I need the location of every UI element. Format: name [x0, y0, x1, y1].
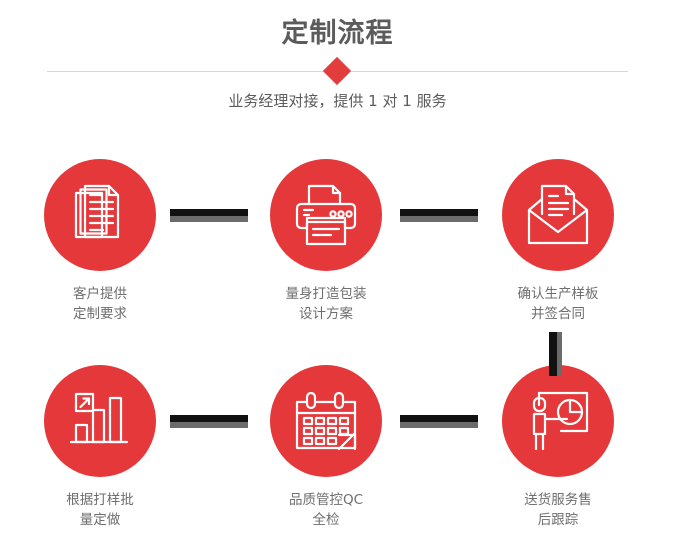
envelope-document-icon	[527, 184, 589, 245]
process-step-5[interactable]: 品质管控QC 全检	[236, 365, 416, 530]
connector-bar	[400, 415, 478, 422]
bar-chart-growth-icon	[69, 392, 129, 444]
step-3-label: 确认生产样板 并签合同	[517, 286, 599, 322]
process-step-4[interactable]: 根据打样批 量定做	[10, 365, 190, 530]
header-subtitle: 业务经理对接，提供 1 对 1 服务	[228, 92, 447, 110]
connector-shadow	[170, 216, 248, 222]
process-step-6[interactable]: 送货服务售 后跟踪	[468, 365, 648, 530]
step-2-label: 量身打造包装 设计方案	[285, 286, 367, 322]
connector-step4-step5	[170, 415, 248, 428]
connector-shadow	[557, 332, 562, 376]
process-step-2[interactable]: 量身打造包装 设计方案	[236, 159, 416, 324]
connector-step3-step6	[549, 332, 562, 376]
step-1-icon-circle	[44, 159, 156, 271]
step-6-icon-circle	[502, 365, 614, 477]
step-6-label: 送货服务售 后跟踪	[524, 492, 592, 528]
calendar-icon	[295, 392, 357, 450]
step-4-label: 根据打样批 量定做	[66, 492, 134, 528]
diamond-separator-icon	[322, 56, 352, 86]
connector-shadow	[400, 422, 478, 428]
connector-step2-step3	[400, 209, 478, 222]
process-step-1[interactable]: 客户提供 定制要求	[10, 159, 190, 324]
step-2-icon-circle	[270, 159, 382, 271]
step-4-icon-circle	[44, 365, 156, 477]
connector-bar	[400, 209, 478, 216]
step-5-icon-circle	[270, 365, 382, 477]
connector-bar	[549, 332, 557, 376]
presenter-pie-chart-icon	[532, 391, 589, 451]
step-3-icon-circle	[502, 159, 614, 271]
step-5-label: 品质管控QC 全检	[288, 492, 364, 528]
page-title: 定制流程	[281, 18, 394, 49]
header: 定制流程 业务经理对接，提供 1 对 1 服务	[0, 0, 675, 130]
connector-step5-step6	[400, 415, 478, 428]
printer-icon	[295, 184, 357, 246]
connector-bar	[170, 415, 248, 422]
connector-bar	[170, 209, 248, 216]
connector-step1-step2	[170, 209, 248, 222]
process-flow: 客户提供 定制要求	[0, 130, 675, 550]
connector-shadow	[170, 422, 248, 428]
connector-shadow	[400, 216, 478, 222]
process-step-3[interactable]: 确认生产样板 并签合同	[468, 159, 648, 324]
documents-icon	[74, 184, 120, 239]
step-1-label: 客户提供 定制要求	[73, 286, 127, 322]
